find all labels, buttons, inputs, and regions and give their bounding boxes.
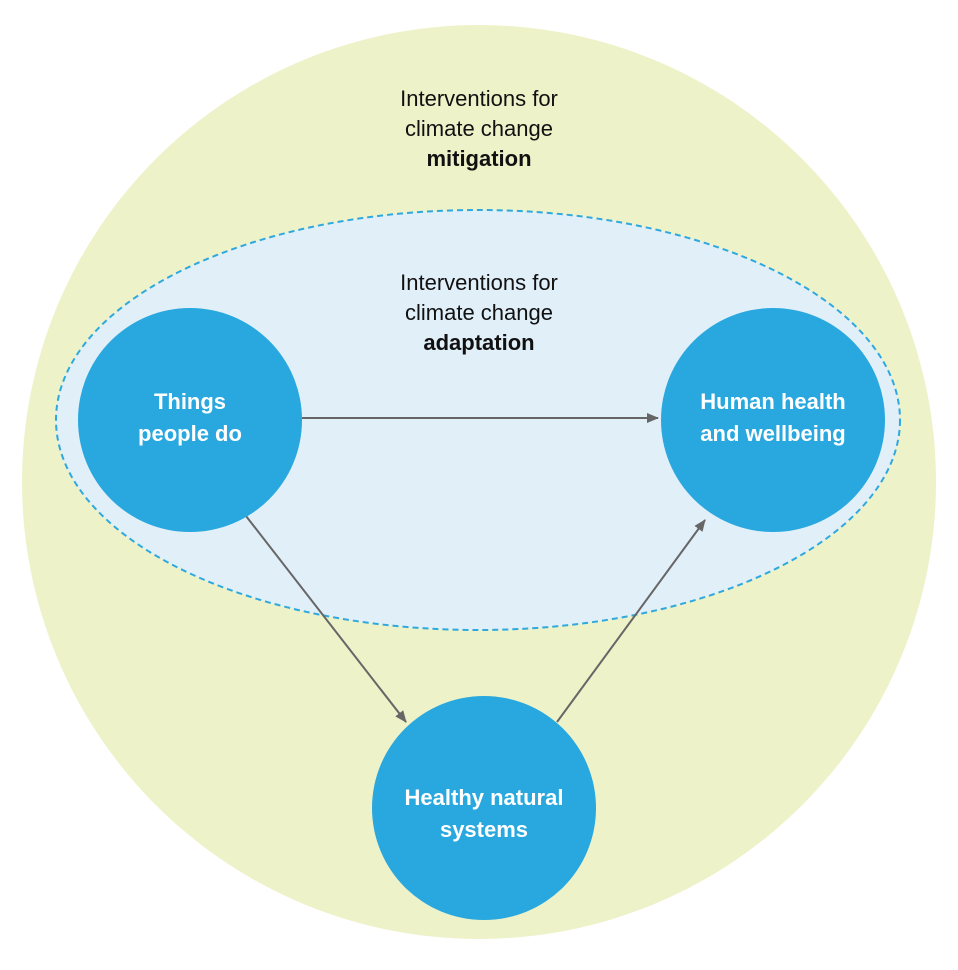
- adaptation-line1: Interventions for: [400, 270, 558, 295]
- human-health-line2: and wellbeing: [700, 421, 846, 446]
- adaptation-line2: climate change: [405, 300, 553, 325]
- mitigation-line1: Interventions for: [400, 86, 558, 111]
- things-people-do-label: Things people do: [90, 386, 290, 450]
- arrow-natural-to-health: [556, 519, 706, 723]
- adaptation-line3: adaptation: [423, 330, 535, 355]
- mitigation-line3: mitigation: [426, 146, 532, 171]
- things-people-do-line2: people do: [138, 421, 242, 446]
- node-things-people-do: [78, 308, 302, 532]
- human-health-line1: Human health: [700, 389, 846, 414]
- node-human-health: [661, 308, 885, 532]
- adaptation-label: Interventions for climate change adaptat…: [329, 268, 629, 358]
- mitigation-label: Interventions for climate change mitigat…: [329, 84, 629, 174]
- mitigation-line2: climate change: [405, 116, 553, 141]
- node-natural-systems: [372, 696, 596, 920]
- natural-systems-label: Healthy natural systems: [384, 782, 584, 846]
- arrow-things-to-natural: [245, 515, 407, 723]
- natural-systems-line2: systems: [439, 817, 529, 842]
- things-people-do-line1: Things: [153, 389, 227, 414]
- natural-systems-line1: Healthy natural: [404, 785, 564, 810]
- adaptation-ellipse: [55, 209, 901, 631]
- human-health-label: Human health and wellbeing: [673, 386, 873, 450]
